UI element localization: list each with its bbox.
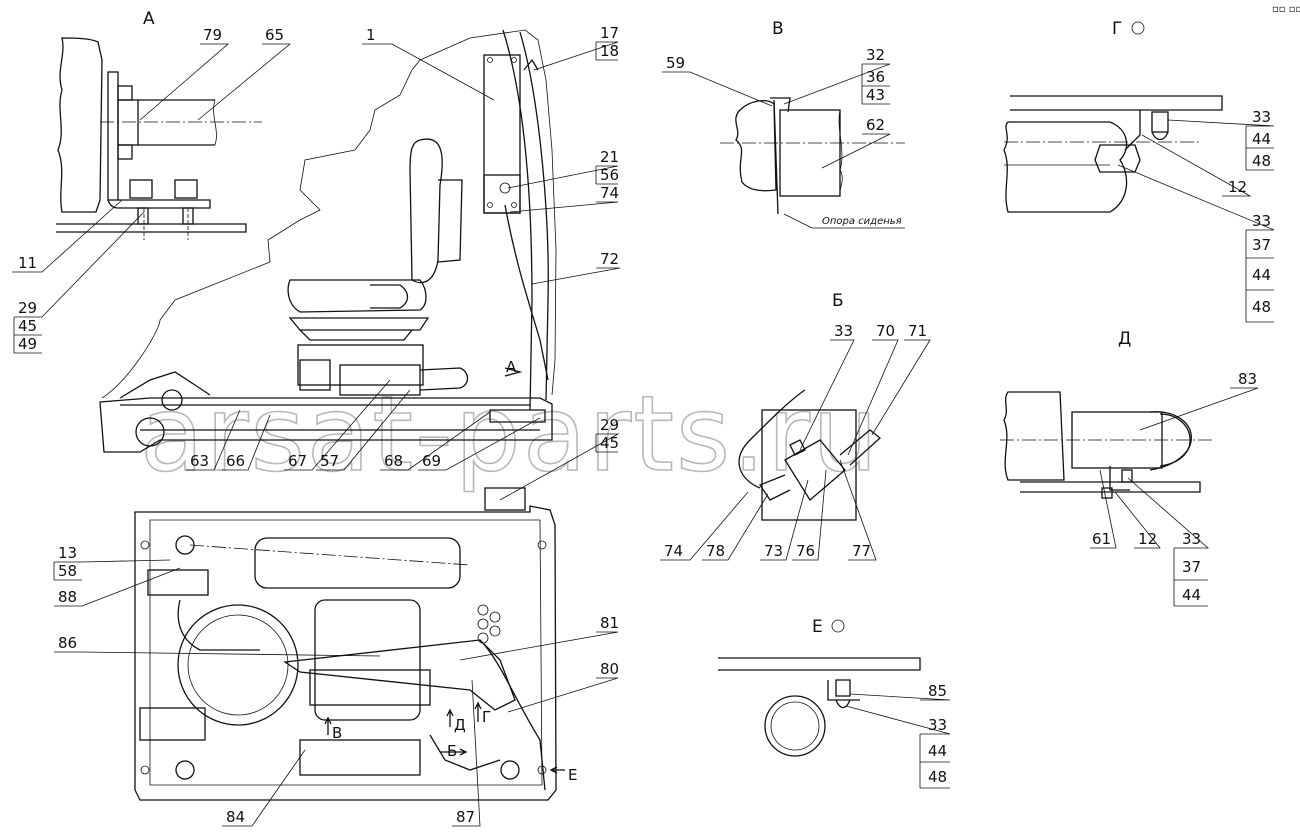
view-a-title: А: [143, 9, 155, 29]
callout-12b: 12: [1138, 530, 1157, 548]
callout-66: 66: [226, 452, 245, 470]
callout-44c: 44: [1182, 586, 1201, 604]
callout-77: 77: [852, 542, 871, 560]
callout-36: 36: [866, 68, 885, 86]
callout-71: 71: [908, 322, 927, 340]
callout-11: 11: [18, 254, 37, 272]
callout-76: 76: [796, 542, 815, 560]
callout-49: 49: [18, 335, 37, 353]
view-d-title: Д: [1118, 329, 1131, 349]
callout-84: 84: [226, 808, 245, 826]
callout-73: 73: [764, 542, 783, 560]
callout-45b: 45: [600, 434, 619, 452]
callout-79: 79: [203, 26, 222, 44]
callout-48a: 48: [1252, 152, 1271, 170]
callout-69: 69: [422, 452, 441, 470]
callout-85: 85: [928, 682, 947, 700]
callout-37b: 37: [1182, 558, 1201, 576]
callout-87: 87: [456, 808, 475, 826]
arrow-mark-d: Д: [454, 716, 466, 734]
callout-61: 61: [1092, 530, 1111, 548]
view-d-detail: Д 83 61 12 33 37 44: [1000, 329, 1259, 607]
callout-62: 62: [866, 116, 885, 134]
callout-68: 68: [384, 452, 403, 470]
callout-74: 74: [600, 184, 619, 202]
callout-29: 29: [18, 299, 37, 317]
top-view-callouts: 29 45 13 58 88 86 81 80 84 87: [53, 416, 620, 827]
callout-48b: 48: [1252, 298, 1271, 316]
arrow-mark-a: А: [506, 358, 517, 376]
side-view-callouts: 1 17 18 21 56 74 72 63 66 67 57 68 69: [186, 24, 621, 471]
callout-44a: 44: [1252, 130, 1271, 148]
callout-33e: 33: [928, 716, 947, 734]
callout-33d: 33: [1182, 530, 1201, 548]
callout-37a: 37: [1252, 236, 1271, 254]
callout-63: 63: [190, 452, 209, 470]
callout-67: 67: [288, 452, 307, 470]
callout-59: 59: [666, 54, 685, 72]
callout-48c: 48: [928, 768, 947, 786]
seat-support-label: Опора сиденья: [822, 216, 902, 227]
view-v-detail: В 59 32 36 43 62 Опора сиденья: [662, 19, 905, 229]
callout-57: 57: [320, 452, 339, 470]
watermark: arsat-parts.ru: [140, 373, 880, 495]
view-g-title: Г: [1112, 19, 1122, 39]
cab-side-view: А: [99, 29, 557, 453]
callout-44d: 44: [928, 742, 947, 760]
arrow-mark-g: Г: [482, 708, 491, 726]
view-v-title: В: [772, 19, 784, 39]
callout-80: 80: [600, 660, 619, 678]
callout-45: 45: [18, 317, 37, 335]
callout-43: 43: [866, 86, 885, 104]
arrow-mark-e: Е: [568, 766, 577, 784]
callout-81: 81: [600, 614, 619, 632]
callout-32: 32: [866, 46, 885, 64]
callout-83: 83: [1238, 370, 1257, 388]
callout-86: 86: [58, 634, 77, 652]
callout-58: 58: [58, 562, 77, 580]
callout-88: 88: [58, 588, 77, 606]
callout-12a: 12: [1228, 178, 1247, 196]
view-a-callouts: 79 65 11 29 45 49: [12, 26, 292, 354]
view-e-detail: Е 85 33 44 48: [718, 617, 951, 789]
arrow-mark-v: В: [332, 724, 342, 742]
callout-1: 1: [366, 26, 376, 44]
callout-21: 21: [600, 148, 619, 166]
callout-33b: 33: [1252, 212, 1271, 230]
view-b-detail: Б 33 70 71 74 78 73 76 77: [660, 291, 931, 561]
callout-78: 78: [706, 542, 725, 560]
callout-44b: 44: [1252, 266, 1271, 284]
cab-top-view: В Г Д Б Е: [134, 487, 577, 801]
view-b-title: Б: [832, 291, 844, 311]
corner-mark: ▫▫ ▫▫▫: [1272, 4, 1300, 15]
view-g-detail: Г 33 44 48 12 33 37 44 48: [1003, 19, 1275, 323]
callout-72: 72: [600, 250, 619, 268]
callout-33c: 33: [834, 322, 853, 340]
callout-70: 70: [876, 322, 895, 340]
view-a-detail: А: [56, 9, 262, 240]
callout-56: 56: [600, 166, 619, 184]
callout-29b: 29: [600, 416, 619, 434]
callout-33a: 33: [1252, 108, 1271, 126]
callout-74b: 74: [664, 542, 683, 560]
callout-18: 18: [600, 42, 619, 60]
arrow-mark-b: Б: [447, 742, 457, 760]
view-e-title: Е: [812, 617, 823, 637]
callout-13: 13: [58, 544, 77, 562]
callout-17: 17: [600, 24, 619, 42]
callout-65: 65: [265, 26, 284, 44]
